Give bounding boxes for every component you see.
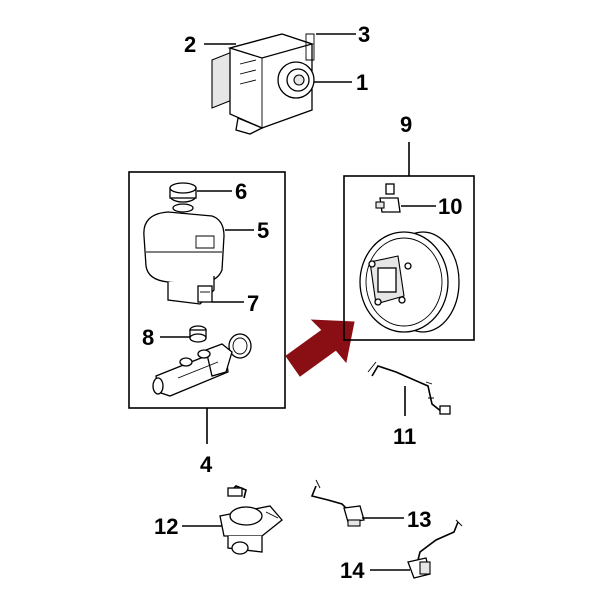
reservoir-cap (169, 182, 197, 213)
vacuum-hose (367, 361, 451, 415)
callout-6-label: 6 (235, 179, 247, 204)
check-valve (375, 183, 401, 213)
brake-booster (359, 231, 460, 333)
callout-7: 7 (212, 291, 259, 316)
sensor-14 (407, 519, 463, 579)
master-cylinder (152, 343, 233, 397)
callout-5-label: 5 (257, 218, 269, 243)
callout-4-label: 4 (200, 452, 213, 477)
callout-10: 10 (401, 194, 462, 219)
callout-13: 13 (362, 507, 431, 532)
callout-12-label: 12 (154, 514, 178, 539)
grommet-small (189, 325, 207, 343)
callout-10-label: 10 (438, 194, 462, 219)
callout-3: 3 (316, 22, 370, 47)
callout-12: 12 (154, 514, 222, 539)
callout-8-label: 8 (142, 325, 154, 350)
o-ring (228, 333, 252, 359)
callout-7-label: 7 (247, 291, 259, 316)
callout-11: 11 (393, 386, 416, 449)
callout-5: 5 (225, 218, 269, 243)
sensor-13 (310, 479, 365, 527)
callout-6: 6 (197, 179, 247, 204)
vacuum-pump (219, 485, 283, 555)
callout-1-label: 1 (356, 70, 368, 95)
callout-11-label: 11 (393, 424, 416, 449)
callout-2: 2 (184, 32, 236, 57)
callout-3-label: 3 (358, 22, 370, 47)
abs-module (211, 33, 315, 135)
callout-9-label: 9 (400, 112, 412, 137)
callout-8: 8 (142, 325, 190, 350)
callout-1: 1 (314, 70, 368, 95)
callout-4: 4 (200, 408, 213, 477)
callout-14-label: 14 (340, 558, 365, 583)
callout-13-label: 13 (407, 507, 431, 532)
callout-9: 9 (400, 112, 412, 176)
pointer-arrow-icon (285, 319, 355, 377)
reservoir-grommet (197, 285, 213, 303)
callout-2-label: 2 (184, 32, 196, 57)
callout-14: 14 (340, 558, 410, 583)
